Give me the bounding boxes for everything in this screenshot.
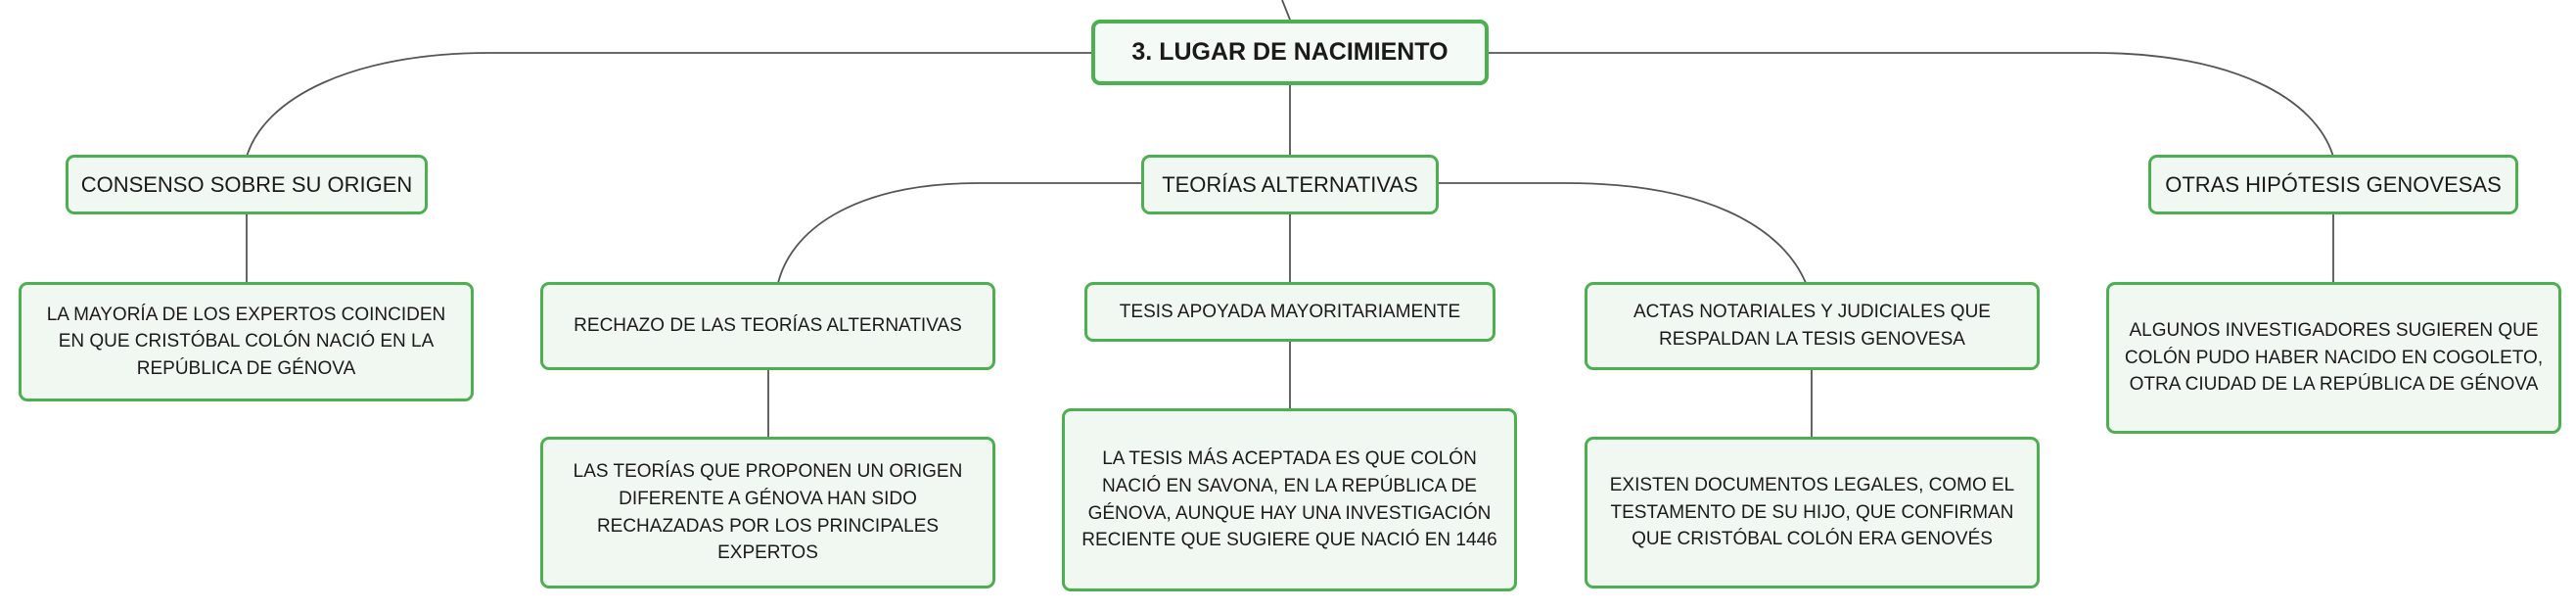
node-rechazo-label: RECHAZO DE LAS TEORÍAS ALTERNATIVAS	[574, 315, 962, 337]
node-consenso-detail-text: LA MAYORÍA DE LOS EXPERTOS COINCIDEN EN …	[46, 304, 446, 379]
node-actas-detail[interactable]: EXISTEN DOCUMENTOS LEGALES, COMO EL TEST…	[1585, 437, 2040, 588]
node-consenso[interactable]: CONSENSO SOBRE SU ORIGEN	[66, 155, 428, 214]
root-node-title[interactable]: 3. LUGAR DE NACIMIENTO	[1091, 20, 1489, 85]
root-title-text: 3. LUGAR DE NACIMIENTO	[1131, 38, 1449, 67]
node-tesis-detail-text: LA TESIS MÁS ACEPTADA ES QUE COLÓN NACIÓ…	[1081, 448, 1497, 551]
node-actas-detail-text: EXISTEN DOCUMENTOS LEGALES, COMO EL TEST…	[1609, 475, 2015, 550]
node-otras-hipotesis[interactable]: OTRAS HIPÓTESIS GENOVESAS	[2148, 155, 2518, 214]
node-rechazo[interactable]: RECHAZO DE LAS TEORÍAS ALTERNATIVAS	[540, 282, 995, 370]
node-rechazo-detail-text: LAS TEORÍAS QUE PROPONEN UN ORIGEN DIFER…	[573, 461, 963, 564]
node-tesis-apoyada[interactable]: TESIS APOYADA MAYORITARIAMENTE	[1084, 282, 1495, 342]
node-otras-detail[interactable]: ALGUNOS INVESTIGADORES SUGIEREN QUE COLÓ…	[2106, 282, 2561, 434]
node-actas-label: ACTAS NOTARIALES Y JUDICIALES QUE RESPAL…	[1633, 302, 1991, 350]
node-teorias-alternativas[interactable]: TEORÍAS ALTERNATIVAS	[1141, 155, 1439, 214]
node-actas-notariales[interactable]: ACTAS NOTARIALES Y JUDICIALES QUE RESPAL…	[1585, 282, 2040, 370]
node-tesis-label: TESIS APOYADA MAYORITARIAMENTE	[1119, 301, 1461, 322]
node-otras-detail-text: ALGUNOS INVESTIGADORES SUGIEREN QUE COLÓ…	[2124, 320, 2544, 396]
node-consenso-detail[interactable]: LA MAYORÍA DE LOS EXPERTOS COINCIDEN EN …	[19, 282, 474, 401]
node-teorias-label: TEORÍAS ALTERNATIVAS	[1162, 171, 1418, 197]
node-tesis-detail[interactable]: LA TESIS MÁS ACEPTADA ES QUE COLÓN NACIÓ…	[1062, 408, 1517, 591]
node-consenso-label: CONSENSO SOBRE SU ORIGEN	[80, 171, 413, 197]
node-rechazo-detail[interactable]: LAS TEORÍAS QUE PROPONEN UN ORIGEN DIFER…	[540, 437, 995, 588]
node-otras-label: OTRAS HIPÓTESIS GENOVESAS	[2165, 171, 2502, 197]
